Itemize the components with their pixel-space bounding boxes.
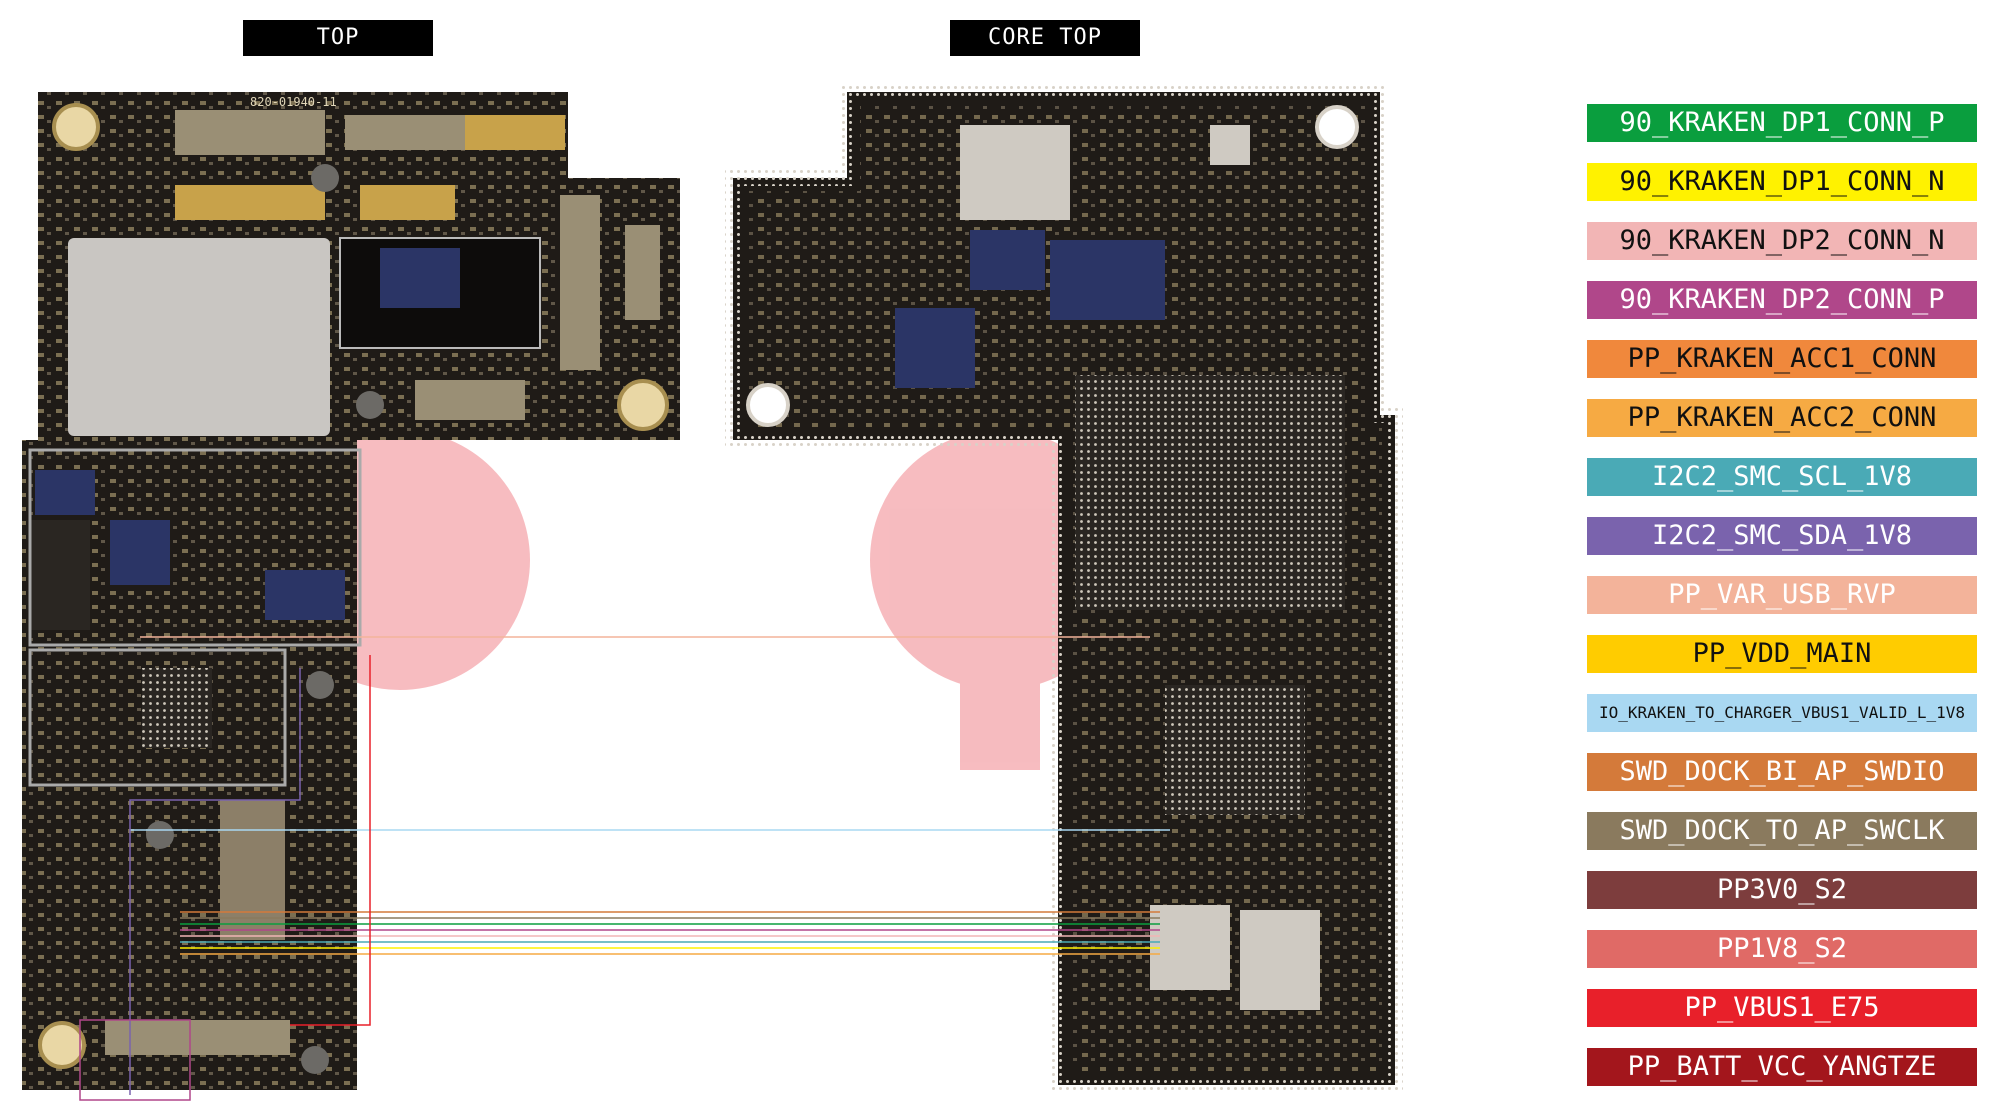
connector <box>345 115 465 150</box>
shield-frame <box>28 448 362 647</box>
legend-item: 90_KRAKEN_DP1_CONN_N <box>1587 163 1977 201</box>
legend-item: 90_KRAKEN_DP2_CONN_N <box>1587 222 1977 260</box>
mounting-hole <box>38 1021 86 1069</box>
connector <box>560 195 600 370</box>
legend-item: PP1V8_S2 <box>1587 930 1977 968</box>
connector <box>465 115 565 150</box>
mounting-hole <box>146 821 174 849</box>
mounting-hole <box>52 103 100 151</box>
legend-item: SWD_DOCK_BI_AP_SWDIO <box>1587 753 1977 791</box>
top-board: 820-01940-11 <box>22 92 680 1090</box>
pmic-bga <box>1165 685 1305 815</box>
net-lines <box>79 636 1170 1101</box>
bga-chip <box>142 668 212 748</box>
mounting-hole <box>1315 105 1359 149</box>
chip <box>970 230 1045 290</box>
legend-item: 90_KRAKEN_DP2_CONN_P <box>1587 281 1977 319</box>
watermark-logo <box>270 430 1130 770</box>
chip <box>110 520 170 585</box>
legend-item: PP_KRAKEN_ACC2_CONN <box>1587 399 1977 437</box>
mounting-hole <box>301 1046 329 1074</box>
chip <box>30 520 90 630</box>
legend-item: I2C2_SMC_SDA_1V8 <box>1587 517 1977 555</box>
soc-bga <box>1075 375 1345 610</box>
chip <box>1150 905 1230 990</box>
chip <box>265 570 345 620</box>
mounting-hole <box>746 383 790 427</box>
legend-item: SWD_DOCK_TO_AP_SWCLK <box>1587 812 1977 850</box>
legend-item: PP_VBUS1_E75 <box>1587 989 1977 1027</box>
mounting-hole <box>306 671 334 699</box>
connector <box>175 185 325 220</box>
connector <box>360 185 455 220</box>
connector <box>625 225 660 320</box>
legend-item: PP_VDD_MAIN <box>1587 635 1977 673</box>
chip <box>1050 240 1165 320</box>
chip <box>895 308 975 388</box>
legend-item: IO_KRAKEN_TO_CHARGER_VBUS1_VALID_L_1V8 <box>1587 694 1977 732</box>
core-top-view-label: CORE TOP <box>950 20 1140 56</box>
part-number-text: 820-01940-11 <box>250 95 337 109</box>
legend-item: PP3V0_S2 <box>1587 871 1977 909</box>
legend-item: PP_VAR_USB_RVP <box>1587 576 1977 614</box>
top-view-label: TOP <box>243 20 433 56</box>
chip <box>1210 125 1250 165</box>
mounting-hole <box>356 391 384 419</box>
chip <box>960 125 1070 220</box>
connector <box>220 800 285 940</box>
legend-item: 90_KRAKEN_DP1_CONN_P <box>1587 104 1977 142</box>
mounting-hole <box>311 164 339 192</box>
core-top-board <box>725 84 1403 1093</box>
legend-item: PP_BATT_VCC_YANGTZE <box>1587 1048 1977 1086</box>
shield-frame <box>28 648 287 787</box>
connector <box>175 110 325 155</box>
memory-shield <box>68 238 330 436</box>
chip <box>380 248 460 308</box>
mounting-hole <box>617 379 669 431</box>
legend-item: PP_KRAKEN_ACC1_CONN <box>1587 340 1977 378</box>
legend-item: I2C2_SMC_SCL_1V8 <box>1587 458 1977 496</box>
chip <box>1240 910 1320 1010</box>
chip <box>35 470 95 515</box>
connector <box>415 380 525 420</box>
connector <box>105 1020 290 1055</box>
